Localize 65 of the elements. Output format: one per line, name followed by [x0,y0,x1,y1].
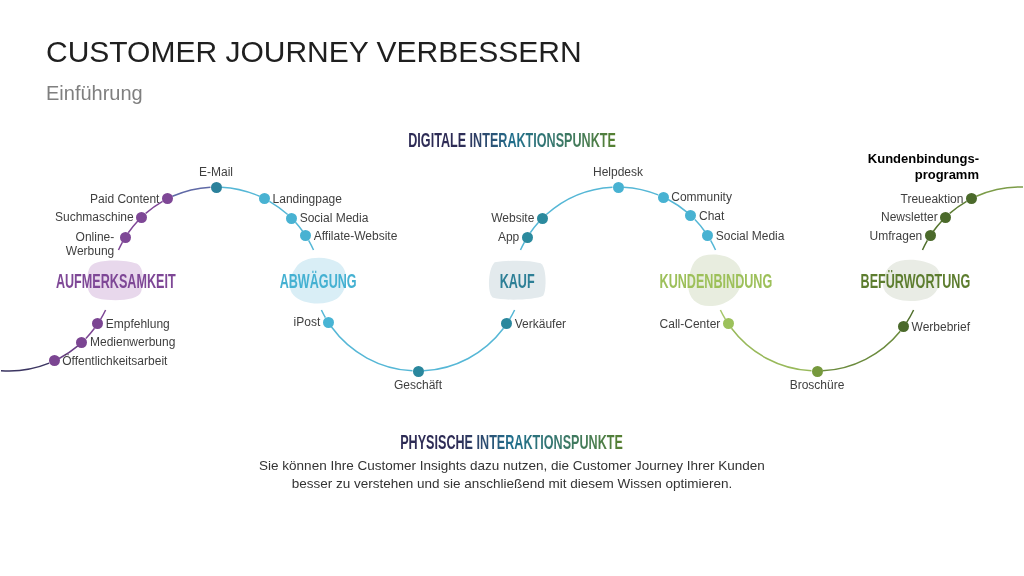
stage-title: ABWÄGUNG [279,269,357,291]
touchpoint-label: Treueaktion [900,191,964,206]
touchpoint-label: Call-Center [659,316,721,331]
journey-line [519,241,526,251]
slide-title: CUSTOMER JOURNEY VERBESSERN [46,34,582,70]
journey-line [171,186,212,198]
touchpoint-label: Broschüre [789,378,845,392]
journey-line [821,330,901,372]
touchpoint-label: Chat [698,208,725,223]
touchpoint-label: Community [671,190,732,204]
journey-line [694,218,706,232]
journey-line [921,239,929,251]
journey-line [220,186,261,198]
touchpoint-label: Empfehlung [105,316,170,331]
touchpoint-label: Werbebrief [911,319,971,334]
touchpoint-label: E-Mail [199,165,233,179]
journey-line [508,309,516,320]
journey-line [975,186,1024,198]
journey-line [307,239,315,251]
stage-title: BEFÜRWORTUNG [860,269,970,291]
stage-title: KAUF [499,269,535,291]
touchpoint-label: Helpdesk [593,165,643,179]
journey-line [99,309,107,320]
touchpoint-label: Öffentlichkeitsarbeit [62,353,168,368]
touchpoint-label: Newsletter [881,210,938,224]
touchpoint-label: Website [491,211,535,226]
touchpoint-label: iPost [293,315,321,330]
stage-title: AUFMERKSAMKEIT [56,269,176,291]
journey-line [932,220,943,232]
touchpoint-label: Online- Werbung [65,230,115,259]
touchpoint-label: App [497,230,520,245]
journey-line [127,220,139,234]
caption-text: Sie können Ihre Customer Insights dazu nutzen, die Customer Journey Ihrer Kunden besser zu verstehen und sie anschließend mit diesem Wissen optimieren. [258,457,766,493]
touchpoint-label: Affilate-Website [313,228,398,243]
journey-line [294,221,304,232]
journey-line [730,327,813,372]
journey-line [709,239,717,251]
journey-line [117,241,124,251]
journey-line [905,309,915,324]
journey-line [144,200,164,215]
journey-line [667,198,688,213]
journey-line [719,309,727,320]
slide-subtitle: Einführung [46,82,143,104]
journey-line [545,186,614,216]
touchpoint-label: Verkäufer [514,316,567,331]
journey-line [268,200,289,216]
stage-title: KUNDENBINDUNG [659,269,773,291]
journey-line [58,345,79,360]
journey-line [529,221,540,234]
group-heading: Kundenbindungs- programm [867,151,979,183]
journey-line [85,327,96,340]
touchpoint-label: Medienwerbung [89,335,176,350]
touchpoint-label: Suchmaschine [54,210,134,224]
journey-line [330,326,414,372]
touchpoint-label: Social Media [299,211,369,226]
journey-line [0,362,50,372]
touchpoint-label: Geschäft [394,378,442,392]
touchpoint-label: Landingpage [272,191,342,206]
touchpoint-label: Umfragen [869,228,923,243]
journey-line [320,309,327,319]
journey-line [622,186,659,196]
journey-line [422,327,505,372]
touchpoint-label: Paid Content [90,191,160,206]
touchpoint-label: Social Media [715,228,785,243]
journey-line [948,200,968,215]
